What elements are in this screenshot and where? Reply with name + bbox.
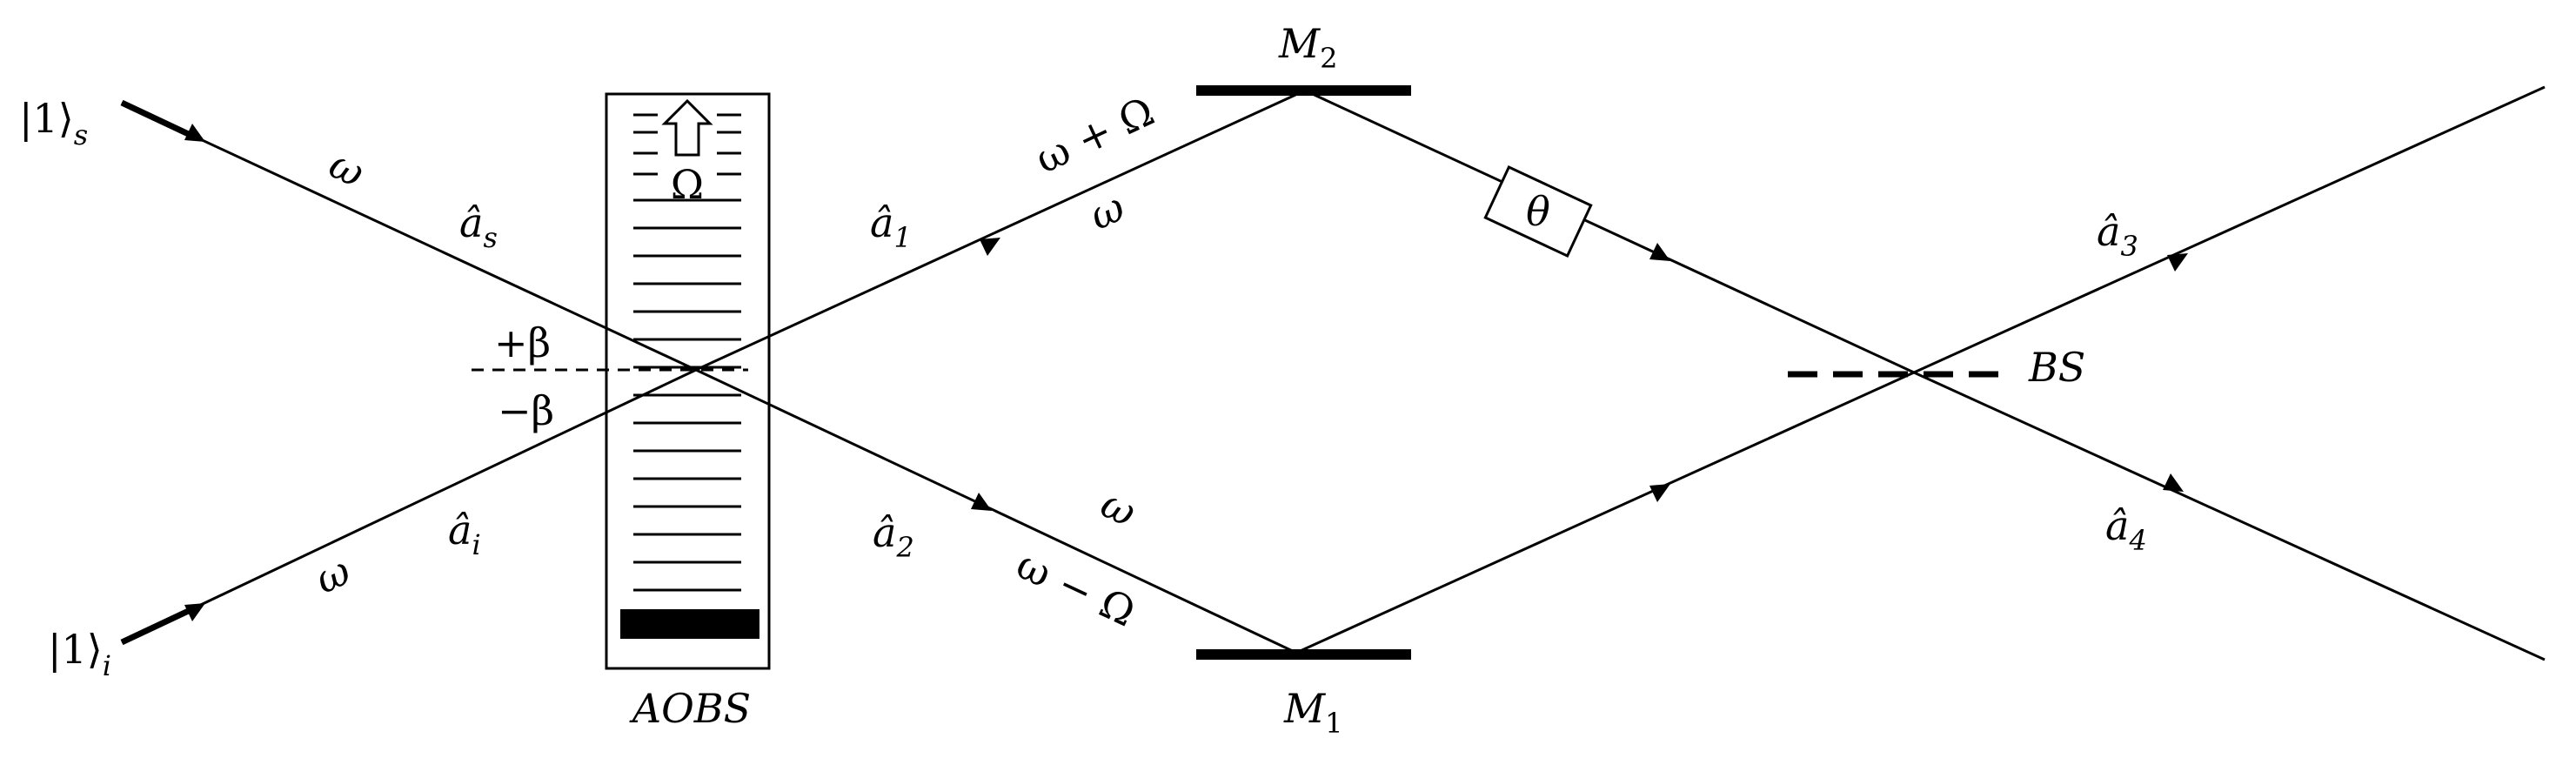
freq-lower-right-shifted: ω − Ω [1009, 540, 1142, 636]
arrow-a2 [971, 493, 992, 511]
freq-upper-right: ω [1082, 183, 1132, 239]
signal-input-beam [121, 101, 697, 372]
mode-a-1: â1 [870, 199, 912, 254]
mirror-m1-label: M1 [1283, 685, 1342, 740]
signal-input-stub [120, 99, 197, 141]
freq-upper-right-shifted: ω + Ω [1028, 87, 1161, 183]
mode-a-4: â4 [2105, 502, 2147, 557]
aobs-label: AOBS [629, 685, 751, 732]
arrow-a4 [2163, 473, 2184, 492]
angle-minus-beta: −β [498, 387, 554, 434]
freq-lower-left: ω [308, 547, 358, 603]
beam-a1 [695, 89, 1306, 372]
freq-upper-left: ω [322, 140, 371, 197]
beam-paths [121, 85, 2546, 661]
arrow-m1-to-bs [1649, 484, 1670, 502]
mirror-m2-label: M2 [1278, 20, 1337, 75]
aobs-device [605, 92, 771, 670]
phase-box [1483, 165, 1593, 258]
beam-m1-to-bs [1295, 371, 1915, 654]
beam-a4 [1913, 371, 2546, 661]
idler-input-beam [121, 368, 697, 644]
beam-m2-to-bs [1304, 89, 1915, 374]
direction-arrows [184, 124, 2188, 621]
input-stubs [120, 99, 197, 646]
acoustic-wavefronts [633, 113, 741, 592]
acoustic-freq-label: Ω [671, 161, 704, 208]
idler-input-stub [120, 604, 197, 646]
arrow-signal-in [184, 124, 205, 142]
aobs-frame [605, 92, 771, 670]
arrow-a1 [980, 238, 1000, 256]
phase-label: θ [1526, 188, 1550, 235]
arrow-idler-in [184, 603, 205, 621]
beam-a3 [1913, 85, 2546, 374]
beamsplitter-label: BS [2028, 344, 2085, 391]
beam-a2 [695, 368, 1297, 654]
signal-input-label: |1⟩s [19, 95, 88, 151]
freq-lower-right: ω [1094, 480, 1143, 536]
arrow-a3 [2167, 253, 2188, 272]
mode-a-2: â2 [873, 509, 914, 564]
phase-shifter: θ [1483, 165, 1593, 258]
mode-a-i: âi [448, 507, 481, 561]
transducer-block [620, 609, 759, 639]
mode-a-3: â3 [2097, 208, 2138, 263]
mode-a-s: âs [459, 199, 498, 254]
arrow-m2-to-bs [1649, 243, 1670, 261]
idler-input-label: |1⟩i [48, 626, 111, 682]
angle-plus-beta: +β [494, 319, 551, 366]
acoustic-direction-icon [661, 98, 713, 157]
